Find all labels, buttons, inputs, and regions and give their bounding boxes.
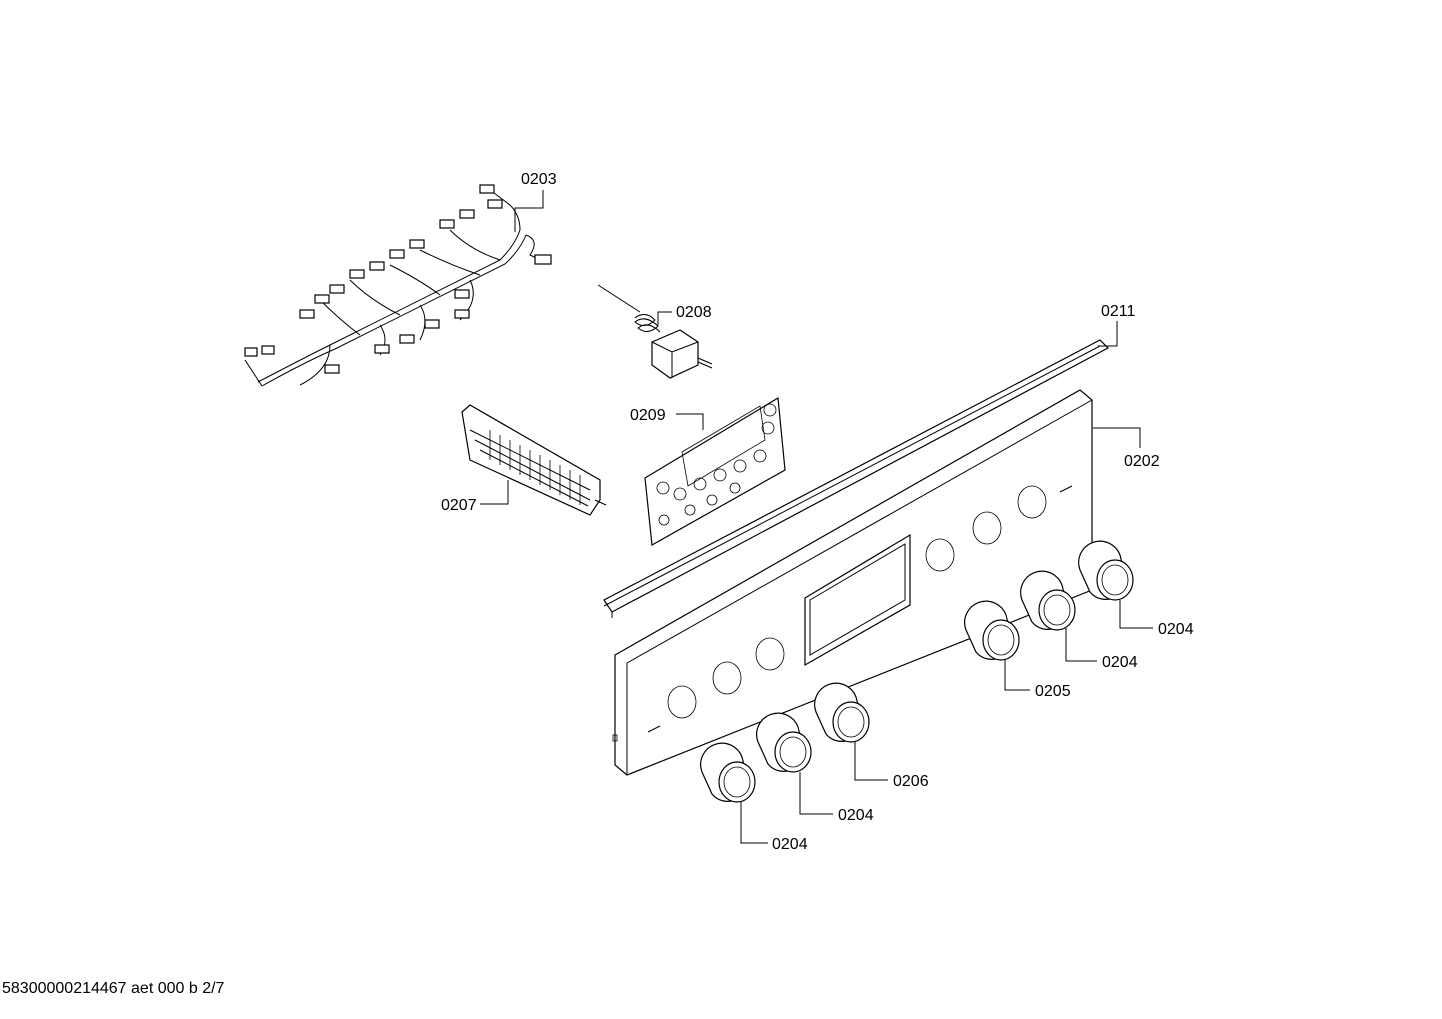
switch-block bbox=[461, 404, 607, 516]
label-strip: 0211 bbox=[1101, 303, 1136, 320]
knob bbox=[1020, 570, 1076, 631]
knob bbox=[964, 600, 1020, 661]
thermostat bbox=[597, 284, 713, 379]
footer-document-id: 58300000214467 aet 000 b 2/7 bbox=[2, 980, 225, 997]
control-board bbox=[644, 396, 786, 546]
label-harness: 0203 bbox=[521, 171, 557, 188]
knob bbox=[1078, 540, 1134, 601]
leader-lines bbox=[480, 190, 1153, 844]
label-control-board: 0209 bbox=[630, 407, 666, 424]
trim-strip bbox=[603, 339, 1109, 618]
label-knob: 0205 bbox=[1035, 683, 1071, 700]
knob bbox=[814, 682, 870, 743]
label-switch-block: 0207 bbox=[441, 497, 477, 514]
label-knob: 0204 bbox=[772, 836, 808, 853]
knob bbox=[756, 712, 812, 773]
label-knob: 0204 bbox=[1158, 621, 1194, 638]
label-thermostat: 0208 bbox=[676, 304, 712, 321]
label-knob: 0204 bbox=[838, 807, 874, 824]
label-panel: 0202 bbox=[1124, 453, 1160, 470]
wiring-harness bbox=[244, 184, 552, 387]
part-labels: 0203 0208 0211 0209 0202 0207 0204 0204 … bbox=[441, 171, 1194, 853]
label-knob: 0204 bbox=[1102, 654, 1138, 671]
label-knob: 0206 bbox=[893, 773, 929, 790]
knobs bbox=[700, 540, 1134, 803]
knob bbox=[700, 742, 756, 803]
